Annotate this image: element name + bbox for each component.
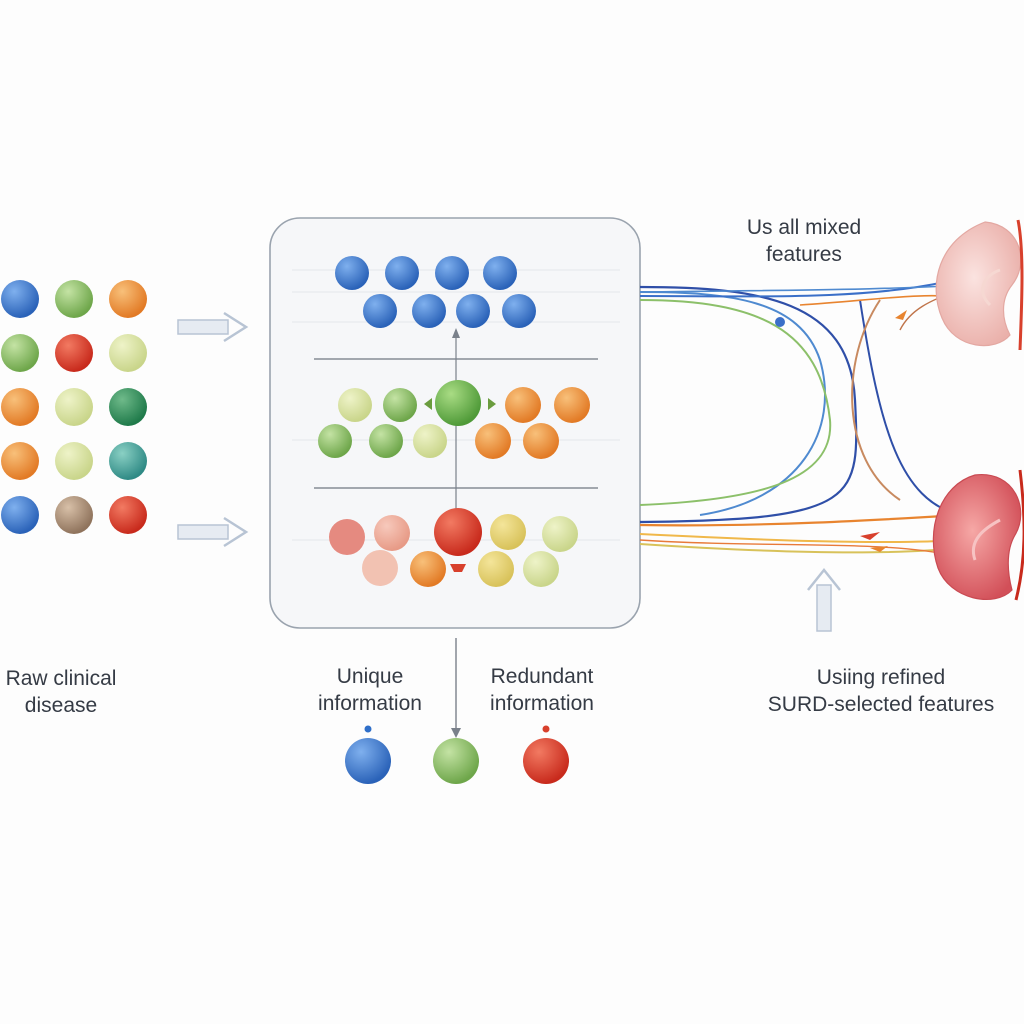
raw-feature-grid [1, 280, 147, 534]
refined-arrow-up [807, 567, 841, 632]
kidney-top-icon [935, 219, 1024, 351]
raw-feature-dot [109, 388, 147, 426]
raw-feature-dot [1, 442, 39, 480]
raw-feature-dot [109, 334, 147, 372]
raw-feature-dot [109, 280, 147, 318]
refined-features-label: Usiing refined SURD-selected features [767, 666, 995, 716]
raw-feature-dot [55, 388, 93, 426]
raw-feature-dot [1, 388, 39, 426]
legend-dots [345, 725, 569, 784]
raw-feature-dot [109, 442, 147, 480]
raw-feature-dot [1, 334, 39, 372]
raw-feature-dot [55, 334, 93, 372]
green-dot-icon [433, 738, 479, 784]
input-arrow-top [177, 311, 249, 343]
red-dot-icon [523, 738, 569, 784]
kidney-bottom-icon [932, 469, 1024, 601]
raw-feature-dot [1, 280, 39, 318]
raw-feature-dot [55, 496, 93, 534]
raw-clinical-label: Raw clinical disease [5, 667, 117, 717]
raw-feature-dot [1, 496, 39, 534]
flow-node [775, 317, 785, 327]
raw-feature-dot [55, 442, 93, 480]
redundant-cluster [318, 380, 590, 459]
raw-feature-dot [55, 280, 93, 318]
blue-dot-icon [345, 738, 391, 784]
input-arrow-bottom [177, 516, 249, 548]
feature-flow-curves [639, 281, 1001, 556]
surd-panel [269, 217, 641, 629]
unique-information-label: Unique information [318, 665, 422, 715]
mixed-features-label: Us all mixed features [746, 216, 862, 266]
raw-feature-dot [109, 496, 147, 534]
redundant-information-label: Redundant information [490, 665, 594, 715]
unique-cluster [335, 256, 536, 328]
synergy-cluster [329, 508, 578, 587]
